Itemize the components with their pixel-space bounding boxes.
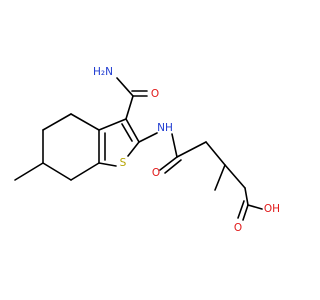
bond	[98, 118, 127, 131]
bond	[121, 123, 133, 142]
bond	[116, 77, 134, 97]
bond	[242, 204, 249, 221]
bond	[125, 95, 134, 120]
bond	[70, 162, 100, 181]
bond	[159, 156, 178, 171]
bond-layer	[14, 77, 263, 221]
bond	[138, 132, 158, 143]
bond	[171, 133, 178, 158]
bond	[42, 113, 72, 131]
bond	[176, 141, 207, 158]
bond	[42, 162, 72, 181]
carbonyl-oxygen-label: O	[152, 167, 160, 179]
bond	[224, 164, 246, 189]
chemical-structure-diagram: H₂N O NH S O O OH	[14, 66, 280, 234]
bond	[98, 162, 117, 167]
bond	[125, 118, 140, 143]
bond	[237, 200, 245, 219]
bond	[205, 141, 226, 166]
sulfur-label: S	[120, 157, 127, 169]
structure-canvas: H₂N O NH S O O OH	[14, 66, 280, 234]
bond	[127, 141, 140, 157]
bond	[14, 162, 44, 181]
amide-nitrogen-label: H₂N	[93, 66, 113, 78]
bond	[244, 187, 249, 206]
bond	[70, 113, 100, 131]
hydroxyl-label: OH	[264, 203, 280, 215]
nh-label: NH	[157, 122, 173, 134]
bond	[164, 159, 182, 174]
acid-oxygen-label: O	[234, 222, 242, 234]
atom-label-layer: H₂N O NH S O O OH	[93, 66, 280, 234]
amide-oxygen-label: O	[151, 88, 159, 100]
bond	[247, 204, 263, 210]
bond	[214, 164, 226, 191]
